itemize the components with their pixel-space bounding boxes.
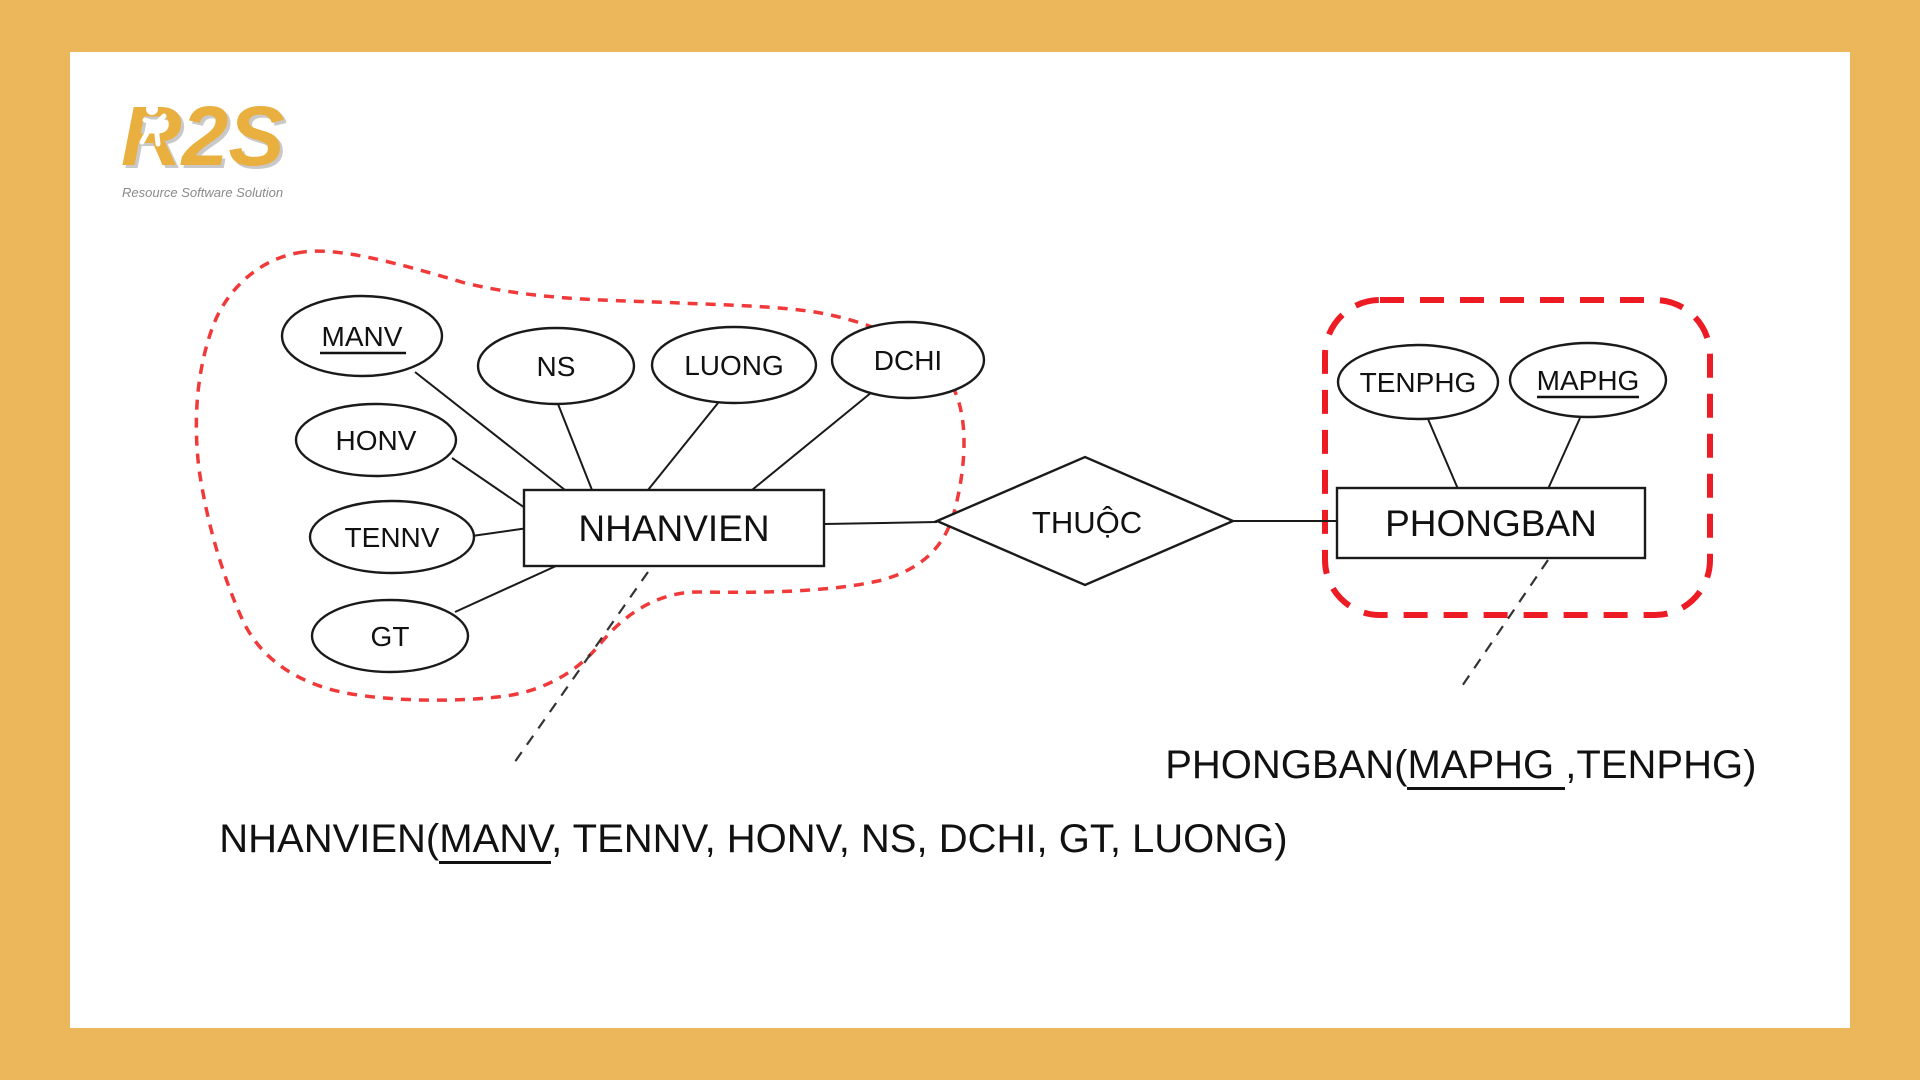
attribute-maphg: MAPHG — [1508, 341, 1668, 419]
phongban-schema-prefix: PHONGBAN( — [1165, 743, 1408, 787]
attribute-tenphg: TENPHG — [1336, 343, 1500, 421]
phongban-group-outline — [1322, 297, 1713, 618]
entity-phongban-label: PHONGBAN — [1385, 503, 1597, 544]
nhanvien-schema-key: MANV — [439, 817, 552, 864]
nhanvien-schema-prefix: NHANVIEN( — [219, 817, 440, 861]
edge-tennv-nhanvien — [471, 527, 529, 537]
attribute-honv-label: HONV — [336, 425, 417, 456]
attribute-gt: GT — [310, 598, 470, 674]
edge-ns-nhanvien — [557, 403, 593, 491]
attribute-luong: LUONG — [650, 325, 818, 405]
edge-nhanvien-thuoc — [823, 521, 938, 525]
phongban-schema-key: MAPHG — [1407, 743, 1566, 790]
phongban-schema-suffix: ,TENPHG) — [1565, 743, 1757, 787]
r2s-logo-graphic: R2S R2S — [121, 89, 287, 186]
edge-luong-nhanvien — [647, 402, 719, 491]
attribute-maphg-label: MAPHG — [1537, 365, 1640, 396]
logo-caption: Resource Software Solution — [122, 185, 284, 200]
edge-maphg-phongban — [1547, 417, 1581, 490]
attribute-tenphg-label: TENPHG — [1360, 367, 1477, 398]
attribute-ns-label: NS — [537, 351, 576, 382]
logo-person-icon — [139, 103, 167, 147]
entity-nhanvien-label: NHANVIEN — [578, 508, 769, 549]
entity-phongban: PHONGBAN — [1335, 486, 1647, 560]
edge-manv-nhanvien — [414, 371, 566, 491]
attribute-honv: HONV — [294, 402, 458, 478]
attribute-manv-label: MANV — [322, 321, 403, 352]
entity-nhanvien: NHANVIEN — [522, 488, 826, 568]
r2s-logo: R2S R2S Resource Software Solution — [112, 72, 332, 207]
nhanvien-schema-text: NHANVIEN(MANV, TENNV, HONV, NS, DCHI, GT… — [197, 772, 1288, 864]
phongban-schema-text: PHONGBAN(MAPHG ,TENPHG) — [1143, 698, 1757, 790]
attribute-tennv-label: TENNV — [345, 522, 440, 553]
edge-tenphg-phongban — [1427, 418, 1459, 490]
nhanvien-schema-suffix: , TENNV, HONV, NS, DCHI, GT, LUONG) — [551, 817, 1288, 861]
phongban-schema-pointer — [1457, 559, 1549, 693]
attribute-luong-label: LUONG — [684, 350, 784, 381]
attribute-ns: NS — [476, 326, 636, 406]
nhanvien-schema-pointer — [511, 571, 649, 767]
attribute-dchi: DCHI — [830, 320, 986, 400]
attribute-dchi-label: DCHI — [874, 345, 942, 376]
edge-honv-nhanvien — [451, 457, 529, 511]
attribute-tennv: TENNV — [308, 499, 476, 575]
relationship-thuoc: THUỘC — [933, 455, 1237, 587]
relationship-thuoc-label: THUỘC — [1032, 505, 1142, 540]
attribute-gt-label: GT — [371, 621, 410, 652]
attribute-manv: MANV — [280, 294, 444, 378]
edge-dchi-nhanvien — [751, 391, 873, 491]
edge-gt-nhanvien — [454, 565, 557, 613]
